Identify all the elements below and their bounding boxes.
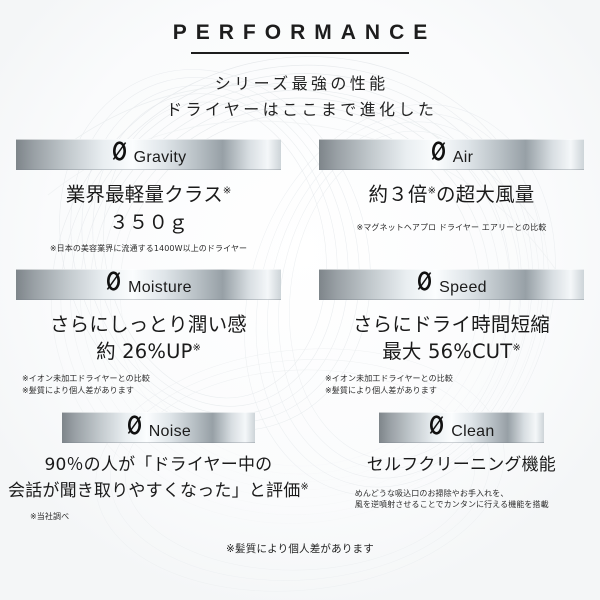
feature-name-gravity: Gravity xyxy=(133,149,187,167)
feature-notes-clean: めんどうな吸込口のお掃除やお手入れを、 風を逆噴射させることでカンタンに行える機… xyxy=(331,488,592,511)
note-line: ※髪質により個人差があります xyxy=(22,385,134,395)
feature-card-air: Air 約３倍※の超大風量 ※マグネットヘアプロ ドライヤー エアリーとの比較 xyxy=(311,138,592,255)
note-line: ※当社調べ xyxy=(30,511,70,521)
headline-asterisk: ※ xyxy=(192,342,201,354)
zero-slashed-icon xyxy=(105,270,122,296)
feature-notes-gravity: ※日本の美容業界に流通する1400W以上のドライヤー xyxy=(8,243,289,255)
feature-grid-bottom: Noise 90％の人が「ドライヤー中の 会話が聞き取りやすくなった」と評価※ … xyxy=(0,412,600,522)
feature-notes-moisture: ※イオン未加工ドライヤーとの比較 ※髪質により個人差があります xyxy=(8,373,289,396)
feature-notes-speed: ※イオン未加工ドライヤーとの比較 ※髪質により個人差があります xyxy=(311,373,592,396)
headline-asterisk: ※ xyxy=(300,480,309,492)
feature-headline-gravity: 業界最軽量クラス※ ３５０ｇ xyxy=(8,181,289,236)
feature-headline-clean: セルフクリーニング機能 xyxy=(331,453,592,478)
headline-text: 90％の人が「ドライヤー中の xyxy=(44,455,273,476)
feature-headline-noise: 90％の人が「ドライヤー中の 会話が聞き取りやすくなった」と評価※ xyxy=(8,453,309,503)
note-line: ※マグネットヘアプロ ドライヤー エアリーとの比較 xyxy=(356,222,547,232)
feature-body-air: 約３倍※の超大風量 ※マグネットヘアプロ ドライヤー エアリーとの比較 xyxy=(311,170,592,233)
feature-label-bar-clean: Clean xyxy=(378,412,544,444)
headline-text: 約３倍 xyxy=(368,182,428,206)
subtitle: シリーズ最強の性能 ドライヤーはここまで進化した xyxy=(0,71,600,123)
feature-headline-moisture: さらにしっとり潤い感 約 26%UP※ xyxy=(8,311,289,366)
zero-slashed-icon xyxy=(416,270,433,296)
feature-label-bar-speed: Speed xyxy=(319,268,584,300)
headline-text: セルフクリーニング機能 xyxy=(366,455,556,476)
headline-text-2: 会話が聞き取りやすくなった」と評価 xyxy=(8,480,301,501)
headline-asterisk: ※ xyxy=(222,185,232,197)
feature-name-noise: Noise xyxy=(148,422,192,440)
feature-notes-noise: ※当社調べ xyxy=(8,511,309,523)
feature-body-moisture: さらにしっとり潤い感 約 26%UP※ ※イオン未加工ドライヤーとの比較 ※髪質… xyxy=(8,300,289,397)
feature-card-moisture: Moisture さらにしっとり潤い感 約 26%UP※ ※イオン未加工ドライヤ… xyxy=(8,268,289,397)
feature-label-bar-air: Air xyxy=(319,138,584,170)
headline-asterisk: ※ xyxy=(512,342,521,354)
headline-value: 最大 56%CUT xyxy=(382,340,513,364)
note-line: ※髪質により個人差があります xyxy=(325,385,437,395)
poster-header: PERFORMANCE xyxy=(0,0,600,54)
note-line: ※日本の美容業界に流通する1400W以上のドライヤー xyxy=(49,244,248,254)
feature-card-noise: Noise 90％の人が「ドライヤー中の 会話が聞き取りやすくなった」と評価※ … xyxy=(8,412,309,522)
feature-name-air: Air xyxy=(452,149,474,167)
feature-name-moisture: Moisture xyxy=(128,279,192,297)
headline-asterisk: ※ xyxy=(427,185,436,197)
headline-text-cont: の超大風量 xyxy=(435,182,535,206)
feature-body-clean: セルフクリーニング機能 めんどうな吸込口のお掃除やお手入れを、 風を逆噴射させる… xyxy=(331,443,592,510)
feature-notes-air: ※マグネットヘアプロ ドライヤー エアリーとの比較 xyxy=(311,222,592,234)
feature-body-noise: 90％の人が「ドライヤー中の 会話が聞き取りやすくなった」と評価※ ※当社調べ xyxy=(8,443,309,522)
feature-headline-speed: さらにドライ時間短縮 最大 56%CUT※ xyxy=(311,311,592,366)
feature-name-clean: Clean xyxy=(451,422,495,440)
feature-headline-air: 約３倍※の超大風量 xyxy=(311,181,592,209)
feature-body-gravity: 業界最軽量クラス※ ３５０ｇ ※日本の美容業界に流通する1400W以上のドライヤ… xyxy=(8,170,289,255)
zero-slashed-icon xyxy=(111,140,128,166)
feature-label-bar-gravity: Gravity xyxy=(16,138,281,170)
headline-text: さらにしっとり潤い感 xyxy=(49,312,247,336)
page-title: PERFORMANCE xyxy=(172,21,437,44)
zero-slashed-icon xyxy=(126,414,143,440)
feature-card-clean: Clean セルフクリーニング機能 めんどうな吸込口のお掃除やお手入れを、 風を… xyxy=(331,412,592,522)
note-line: めんどうな吸込口のお掃除やお手入れを、 xyxy=(354,488,509,498)
note-line: 風を逆噴射させることでカンタンに行える機能を搭載 xyxy=(354,500,549,510)
feature-label-bar-noise: Noise xyxy=(62,412,255,444)
feature-grid: Gravity 業界最軽量クラス※ ３５０ｇ ※日本の美容業界に流通する1400… xyxy=(0,138,600,397)
zero-slashed-icon xyxy=(428,414,445,440)
headline-text: 業界最軽量クラス xyxy=(65,182,223,206)
title-underline xyxy=(191,52,409,54)
feature-card-gravity: Gravity 業界最軽量クラス※ ３５０ｇ ※日本の美容業界に流通する1400… xyxy=(8,138,289,255)
note-line: ※イオン未加工ドライヤーとの比較 xyxy=(325,374,453,384)
headline-text: さらにドライ時間短縮 xyxy=(352,312,550,336)
footer-note: ※髪質により個人差があります xyxy=(226,543,374,556)
subtitle-line-2: ドライヤーはここまで進化した xyxy=(166,99,438,119)
feature-card-speed: Speed さらにドライ時間短縮 最大 56%CUT※ ※イオン未加工ドライヤー… xyxy=(311,268,592,397)
feature-name-speed: Speed xyxy=(439,279,487,297)
subtitle-line-1: シリーズ最強の性能 xyxy=(214,74,389,93)
feature-body-speed: さらにドライ時間短縮 最大 56%CUT※ ※イオン未加工ドライヤーとの比較 ※… xyxy=(311,300,592,397)
zero-slashed-icon xyxy=(430,140,447,166)
feature-label-bar-moisture: Moisture xyxy=(16,268,281,300)
headline-value: 約 26%UP xyxy=(96,340,193,364)
note-line: ※イオン未加工ドライヤーとの比較 xyxy=(22,374,150,384)
headline-value: ３５０ｇ xyxy=(109,210,188,234)
